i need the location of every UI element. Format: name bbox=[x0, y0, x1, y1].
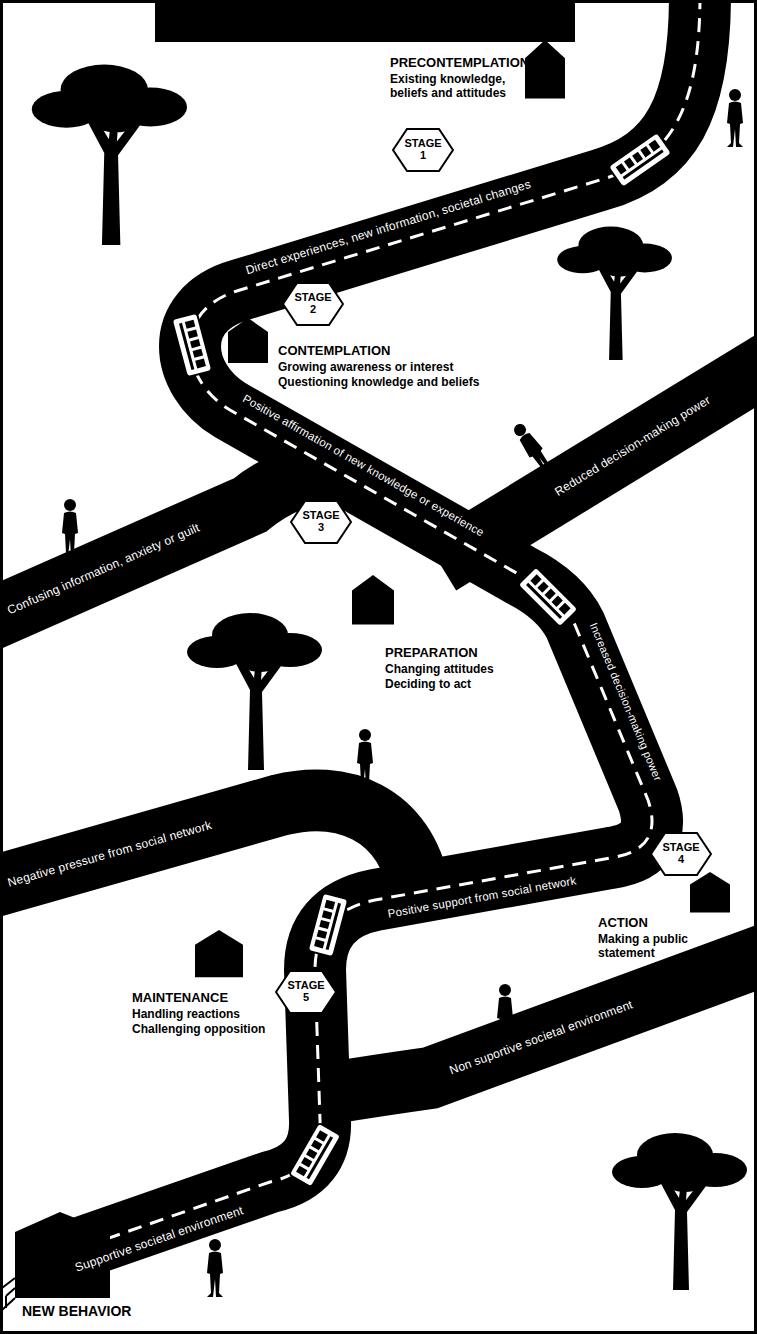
house bbox=[228, 318, 268, 363]
road-label: Supportive societal environment bbox=[73, 1203, 245, 1275]
road-label: Reduced decision-making power bbox=[552, 393, 713, 499]
stage-number: STAGE 4 bbox=[661, 842, 701, 865]
stage-heading: MAINTENANCE bbox=[132, 990, 228, 1006]
house bbox=[352, 575, 394, 625]
stage-number: STAGE 2 bbox=[293, 292, 333, 315]
stage-number: STAGE 3 bbox=[301, 510, 341, 533]
branch-road bbox=[318, 942, 757, 1095]
stage-description: Questioning knowledge and beliefs bbox=[278, 375, 479, 389]
road-label: Positive affirmation of new knowledge or… bbox=[240, 392, 486, 540]
person bbox=[357, 729, 373, 787]
stage-hexagon: STAGE 2 bbox=[282, 282, 344, 326]
stage-heading: ACTION bbox=[598, 915, 648, 931]
stage-number: STAGE 1 bbox=[403, 138, 443, 161]
person bbox=[497, 984, 513, 1042]
road-label: Negative pressure from social network bbox=[6, 818, 213, 890]
stage-description: Handling reactions bbox=[132, 1007, 240, 1021]
hexagon-text-box: STAGE 1 bbox=[392, 128, 454, 172]
main-road bbox=[40, 0, 700, 1262]
destination-label: NEW BEHAVIOR bbox=[22, 1303, 131, 1320]
stage-heading: CONTEMPLATION bbox=[278, 343, 390, 359]
title-bar bbox=[155, 0, 575, 42]
houses bbox=[15, 40, 730, 1298]
stage-hexagon: STAGE 3 bbox=[290, 500, 352, 544]
stage-hexagon: STAGE 1 bbox=[392, 128, 454, 172]
bus bbox=[289, 1123, 342, 1188]
hexagon-shape bbox=[393, 129, 453, 171]
stage-hexagon: STAGE 4 bbox=[650, 832, 712, 876]
stage-description: Challenging opposition bbox=[132, 1022, 265, 1036]
stage-hexagon: STAGE 5 bbox=[275, 970, 337, 1014]
hexagon-text-box: STAGE 5 bbox=[275, 970, 337, 1014]
tree bbox=[612, 1133, 747, 1290]
road-centerline bbox=[40, 0, 700, 1262]
hexagon-shape bbox=[651, 833, 711, 875]
road-label: Confusing information, anxiety or guilt bbox=[5, 520, 202, 617]
tree bbox=[187, 613, 322, 770]
branch-road bbox=[0, 467, 330, 633]
stage-description: Deciding to act bbox=[385, 677, 471, 691]
bus bbox=[172, 313, 213, 378]
house bbox=[195, 930, 243, 977]
hexagon-text-box: STAGE 2 bbox=[282, 282, 344, 326]
hexagon-text-box: STAGE 3 bbox=[290, 500, 352, 544]
house bbox=[690, 872, 730, 913]
hexagon-text-box: STAGE 4 bbox=[650, 832, 712, 876]
bus bbox=[518, 567, 579, 628]
people bbox=[62, 89, 743, 1297]
stage-description: Growing awareness or interest bbox=[278, 360, 453, 374]
road-label: Direct experiences, new information, soc… bbox=[244, 177, 533, 278]
bus bbox=[608, 132, 672, 188]
hexagon-shape bbox=[291, 501, 351, 543]
stage-heading: PREPARATION bbox=[385, 645, 478, 661]
stage-heading: PRECONTEMPLATION bbox=[390, 55, 529, 71]
bus bbox=[308, 893, 349, 958]
person bbox=[207, 1239, 223, 1297]
road-label: Positive support from social network bbox=[387, 874, 578, 921]
stage-description: Making a public statement bbox=[598, 932, 710, 961]
stage-description: Existing knowledge, beliefs and attitude… bbox=[390, 72, 540, 101]
hexagon-shape bbox=[276, 971, 336, 1013]
stage-number: STAGE 5 bbox=[286, 980, 326, 1003]
stage-description: Changing attitudes bbox=[385, 662, 494, 676]
trees bbox=[32, 64, 747, 1290]
road-label: Non suportive societal environment bbox=[448, 997, 635, 1077]
tree bbox=[557, 227, 672, 360]
person bbox=[62, 499, 78, 557]
house bbox=[525, 40, 565, 99]
road-label: Increased decision-making power bbox=[587, 621, 665, 783]
hexagon-shape bbox=[283, 283, 343, 325]
porch-rail bbox=[2, 1278, 15, 1310]
tree bbox=[32, 64, 187, 245]
person bbox=[727, 89, 743, 147]
person bbox=[510, 420, 556, 477]
